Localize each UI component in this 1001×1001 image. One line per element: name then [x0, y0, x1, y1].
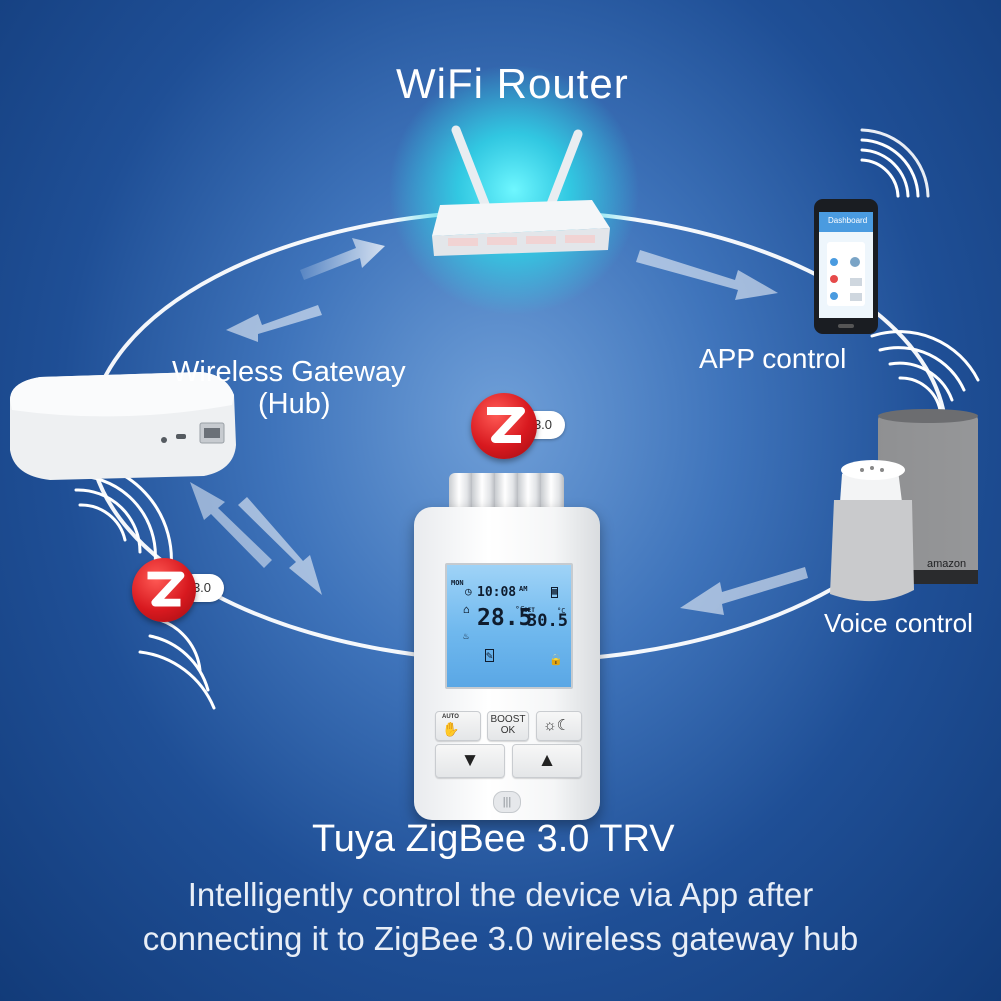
lcd-heating-icon: ♨: [463, 631, 470, 642]
gateway-label-line2: (Hub): [258, 388, 331, 420]
lcd-thermometer-icon: ⌂: [463, 603, 470, 616]
gateway-label-line1: Wireless Gateway: [172, 356, 406, 388]
sensor-grille-icon: |||: [493, 791, 521, 813]
lcd-unit-current: °C: [515, 605, 525, 614]
lcd-lock-icon: 🔒: [549, 653, 563, 666]
lcd-mode: MON: [451, 579, 464, 587]
phone-screen-title: Dashboard: [828, 216, 868, 225]
google-home-speaker: [830, 460, 914, 602]
caption-line2: connecting it to ZigBee 3.0 wireless gat…: [142, 920, 859, 957]
zigbee-logo-icon: [132, 558, 196, 622]
arrow-router-to-phone: [636, 250, 778, 300]
ok-label: OK: [500, 725, 516, 736]
hand-icon: ✋: [442, 721, 460, 737]
sun-moon-icon: ☼☾: [543, 717, 571, 734]
lcd-window-icon: ▦: [551, 587, 559, 598]
trv-lcd-screen: MON ◷ 10:08 AM ▦ ⌂ 28.5 °C SET 30.5 °C ♨…: [445, 563, 573, 689]
lcd-current-temp: 28.5: [477, 605, 533, 631]
arrow-gateway-to-trv: [238, 497, 322, 595]
voice-control-label: Voice control: [824, 608, 973, 638]
arrow-trv-to-gateway: [190, 482, 272, 568]
up-arrow-icon: ▲: [537, 750, 557, 771]
wifi-waves-speaker: [870, 330, 980, 412]
lcd-set-temp: 30.5: [527, 611, 568, 631]
speaker-brand: amazon: [927, 558, 967, 570]
boost-label: BOOST: [490, 714, 526, 725]
boost-ok-button[interactable]: BOOST OK: [487, 711, 529, 741]
auto-label: AUTO: [442, 714, 459, 720]
zigbee-badge-center: 3.0: [471, 393, 571, 459]
lcd-clock-icon: ◷: [465, 585, 472, 598]
lcd-edit-icon: ✎: [485, 649, 494, 662]
comfort-eco-button[interactable]: ☼☾: [536, 711, 582, 741]
zigbee-badge-left: 3.0: [132, 558, 232, 622]
arrow-voice-to-trv: [680, 567, 808, 615]
lcd-unit-set: °C: [557, 607, 566, 615]
down-arrow-icon: ▼: [460, 750, 480, 771]
lcd-set-label: SET: [524, 607, 535, 614]
lcd-ampm: AM: [519, 585, 528, 593]
zigbee-logo-icon: [471, 393, 537, 459]
zigbee-gateway-hub: [10, 372, 236, 480]
up-button[interactable]: ▲: [512, 744, 582, 778]
caption-line1: Intelligently control the device via App…: [187, 876, 814, 913]
router-title: WiFi Router: [396, 60, 629, 107]
product-title: Tuya ZigBee 3.0 TRV: [312, 818, 675, 860]
arrow-router-to-gateway: [226, 305, 322, 342]
down-button[interactable]: ▼: [435, 744, 505, 778]
wifi-waves-gateway: [62, 460, 216, 710]
auto-button[interactable]: AUTO ✋: [435, 711, 481, 741]
arrow-gateway-to-router: [300, 238, 385, 280]
lcd-time: 10:08: [477, 585, 517, 600]
wifi-waves-phone: [860, 128, 930, 198]
wifi-router: [432, 125, 610, 256]
smartphone: [814, 199, 878, 334]
app-control-label: APP control: [699, 343, 847, 374]
